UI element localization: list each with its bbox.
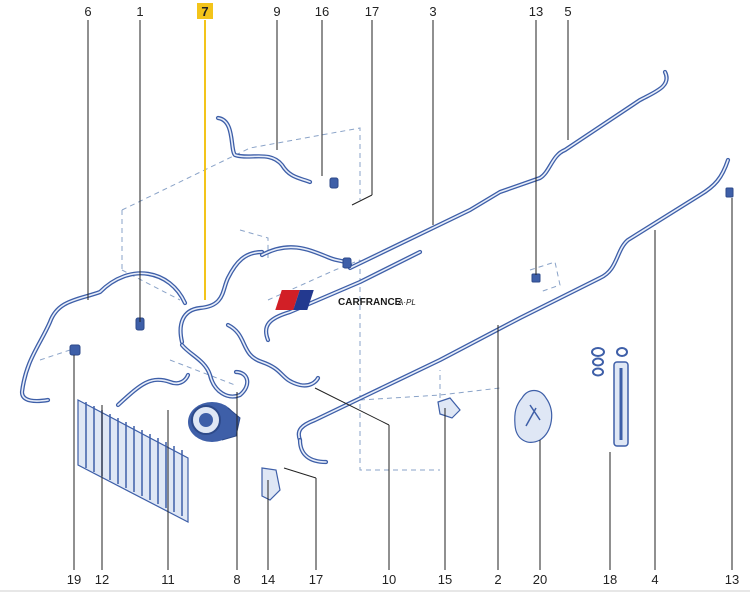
carfrance-watermark: CARFRANCE A·PL bbox=[275, 290, 416, 310]
callout-13-bottom[interactable]: 13 bbox=[725, 572, 739, 587]
callout-12[interactable]: 12 bbox=[95, 572, 109, 587]
pipe-11 bbox=[115, 372, 191, 408]
condenser bbox=[77, 399, 189, 523]
callout-labels-bottom: 19 12 11 8 14 17 10 15 2 20 18 4 13 bbox=[67, 572, 739, 587]
small-components bbox=[69, 177, 734, 501]
callout-8[interactable]: 8 bbox=[233, 572, 240, 587]
callout-1[interactable]: 1 bbox=[136, 4, 143, 19]
pipe-2-lower bbox=[297, 437, 329, 465]
compressor bbox=[188, 402, 241, 442]
callout-9[interactable]: 9 bbox=[273, 4, 280, 19]
callout-5[interactable]: 5 bbox=[564, 4, 571, 19]
callout-14[interactable]: 14 bbox=[261, 572, 275, 587]
callout-10[interactable]: 10 bbox=[382, 572, 396, 587]
callout-13-top[interactable]: 13 bbox=[529, 4, 543, 19]
filter-bag bbox=[514, 389, 553, 443]
callout-6[interactable]: 6 bbox=[84, 4, 91, 19]
pipe-10 bbox=[225, 322, 321, 388]
callout-20[interactable]: 20 bbox=[533, 572, 547, 587]
callout-4[interactable]: 4 bbox=[651, 572, 658, 587]
callout-18[interactable]: 18 bbox=[603, 572, 617, 587]
callout-17-top[interactable]: 17 bbox=[365, 4, 379, 19]
pipe-upper-middle bbox=[259, 245, 353, 268]
callout-leaders bbox=[73, 20, 733, 570]
callout-3[interactable]: 3 bbox=[429, 4, 436, 19]
pipe-9 bbox=[215, 115, 313, 185]
assembly-guide-lines bbox=[39, 127, 561, 471]
callout-17-bottom[interactable]: 17 bbox=[309, 572, 323, 587]
callout-7-highlight bbox=[197, 3, 213, 19]
pipe-8 bbox=[179, 342, 250, 399]
callout-7[interactable]: 7 bbox=[201, 4, 208, 19]
callout-labels-top: 6 1 7 9 16 17 3 13 5 bbox=[84, 3, 572, 19]
callout-19[interactable]: 19 bbox=[67, 572, 81, 587]
callout-15[interactable]: 15 bbox=[438, 572, 452, 587]
refrigerant-pipes bbox=[19, 69, 731, 465]
pipe-4 bbox=[296, 157, 731, 443]
pipe-3-branch bbox=[263, 249, 423, 343]
pipe-3 bbox=[347, 69, 669, 271]
watermark-brand: CARFRANCE bbox=[338, 297, 402, 308]
callout-16[interactable]: 16 bbox=[315, 4, 329, 19]
drier-kit bbox=[591, 347, 629, 447]
pipe-7 bbox=[178, 249, 265, 345]
watermark-suffix: A·PL bbox=[397, 298, 416, 307]
callout-11[interactable]: 11 bbox=[161, 572, 175, 587]
callout-2[interactable]: 2 bbox=[494, 572, 501, 587]
pipe-6 bbox=[19, 271, 188, 404]
